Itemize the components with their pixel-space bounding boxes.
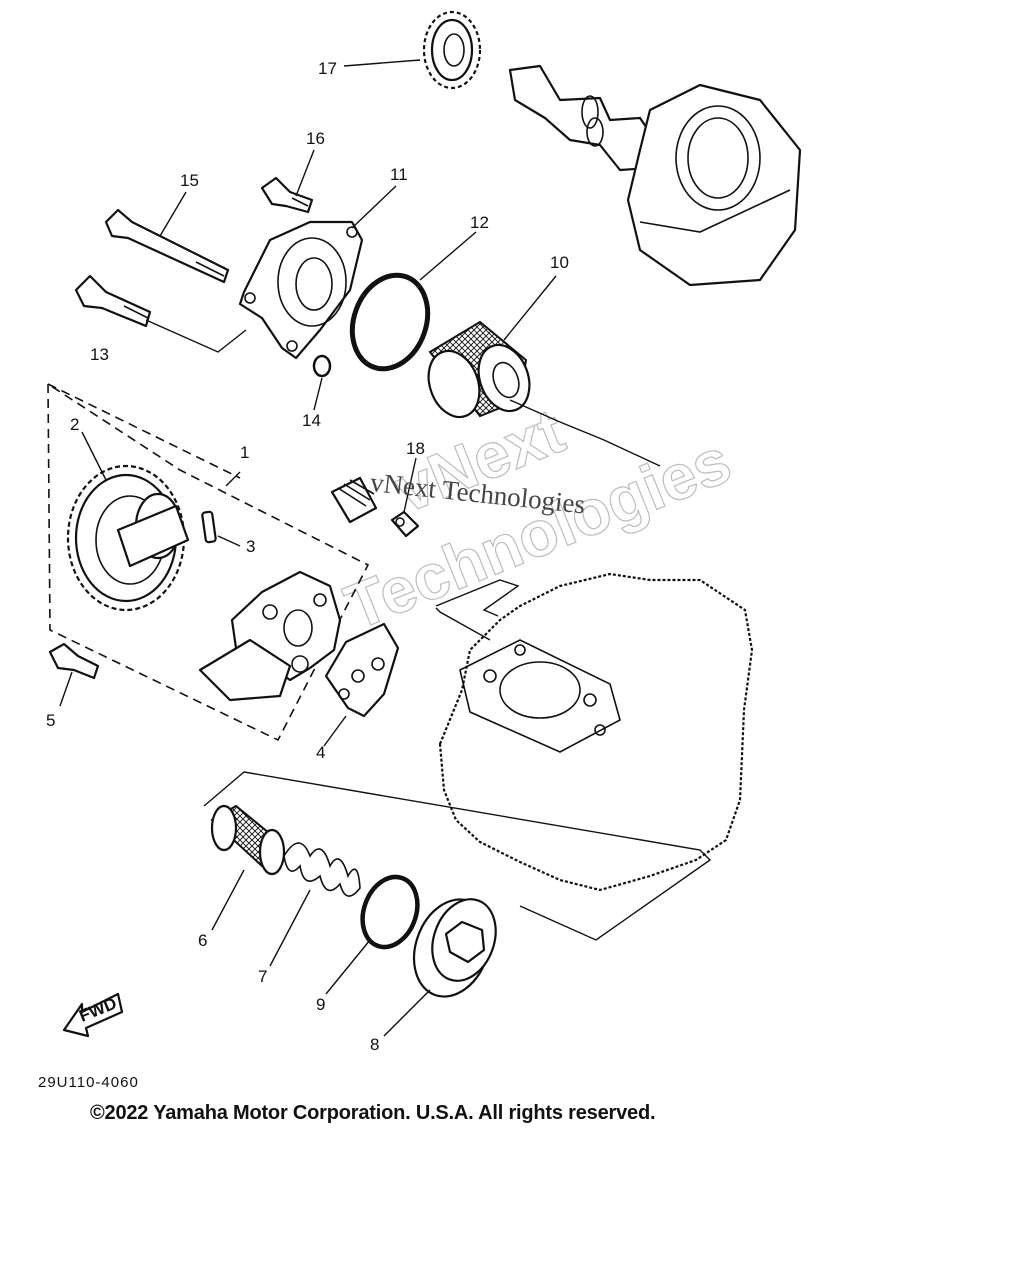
diagram-code: 29U110-4060: [38, 1074, 139, 1091]
part-4-gasket: [324, 622, 400, 718]
label-part-10: 10: [550, 253, 569, 272]
assembly-box-1-top: [47, 383, 241, 479]
part-15-long-bolt: [104, 208, 230, 284]
oil-path-line-2: [435, 607, 491, 641]
assembly-box-1: [47, 383, 370, 742]
part-2-driven-gear: [66, 464, 190, 612]
leader-lines: [59, 59, 557, 1037]
strainer-small: [330, 476, 378, 524]
assembly-box-lower: [203, 771, 712, 941]
label-part-5: 5: [46, 711, 55, 730]
part-9-o-ring: [360, 874, 420, 950]
label-part-15: 15: [180, 171, 199, 190]
label-part-8: 8: [370, 1035, 379, 1054]
label-part-2: 2: [70, 415, 79, 434]
copyright-notice: ©2022 Yamaha Motor Corporation. U.S.A. A…: [90, 1102, 656, 1124]
label-part-9: 9: [316, 995, 325, 1014]
label-part-11: 11: [390, 165, 408, 184]
label-part-7: 7: [258, 967, 267, 986]
part-11-pump-cover: [238, 220, 364, 360]
label-part-4: 4: [316, 743, 325, 762]
crankshaft-assembly: [508, 64, 802, 287]
label-part-17: 17: [318, 59, 337, 78]
label-part-12: 12: [470, 213, 489, 232]
part-8-drain-plug: [412, 898, 497, 998]
oil-path-line: [435, 399, 661, 617]
oil-pump-body: [198, 570, 342, 702]
part-labels: 1 2 3 4 5 6 7 8 9 10 11 12 13 14 15 16 1…: [46, 59, 569, 1054]
label-part-3: 3: [246, 537, 255, 556]
label-part-18: 18: [406, 439, 425, 458]
part-3-dowel-pin: [201, 510, 217, 544]
label-part-16: 16: [306, 129, 325, 148]
part-12-o-ring: [349, 272, 431, 372]
part-18-screw: [390, 510, 420, 538]
label-part-1: 1: [240, 443, 249, 462]
label-part-6: 6: [198, 931, 207, 950]
part-10-oil-filter: [427, 320, 531, 419]
part-16-bolt: [260, 176, 314, 214]
fwd-arrow-icon: FWD: [62, 992, 124, 1038]
part-14-o-ring: [312, 354, 332, 378]
part-7-spring: [283, 842, 361, 897]
part-17-drive-gear: [422, 10, 482, 90]
part-13-bolt: [74, 274, 152, 328]
part-5-screw: [48, 642, 100, 680]
part-6-strainer: [210, 804, 286, 876]
label-part-13: 13: [90, 345, 109, 364]
label-part-14: 14: [302, 411, 321, 430]
crankcase: [438, 572, 754, 892]
